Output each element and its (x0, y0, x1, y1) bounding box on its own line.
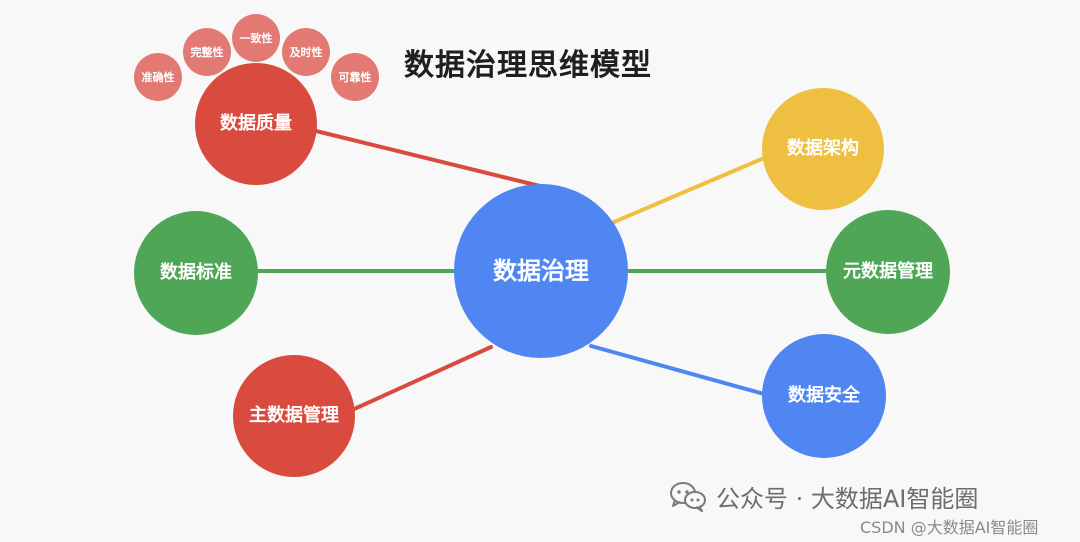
diagram-title: 数据治理思维模型 (404, 48, 652, 83)
link-architecture (612, 156, 766, 224)
node-architecture: 数据架构 (762, 88, 884, 210)
quality-trait-reliability-label: 可靠性 (338, 71, 372, 84)
quality-trait-accuracy-label: 准确性 (141, 71, 175, 84)
node-master-label: 主数据管理 (249, 405, 339, 427)
quality-trait-timeliness: 及时性 (282, 28, 330, 76)
node-quality-label: 数据质量 (220, 113, 292, 135)
quality-trait-timeliness-label: 及时性 (289, 46, 323, 59)
quality-trait-completeness-label: 完整性 (190, 46, 224, 59)
node-architecture-label: 数据架构 (787, 138, 859, 160)
quality-trait-consistency: 一致性 (232, 14, 280, 62)
node-metadata-label: 元数据管理 (843, 261, 933, 283)
node-security-label: 数据安全 (788, 385, 860, 407)
node-quality: 数据质量 (195, 63, 317, 185)
node-center-label: 数据治理 (493, 256, 589, 285)
link-security (589, 344, 766, 396)
node-standard: 数据标准 (134, 211, 258, 335)
wechat-watermark: 公众号 · 大数据AI智能圈 (716, 485, 979, 513)
quality-trait-consistency-label: 一致性 (239, 32, 273, 45)
quality-trait-accuracy: 准确性 (134, 53, 182, 101)
quality-trait-completeness: 完整性 (183, 28, 231, 76)
node-master: 主数据管理 (233, 355, 355, 477)
node-standard-label: 数据标准 (160, 262, 232, 284)
link-quality (310, 128, 542, 188)
node-metadata: 元数据管理 (826, 210, 950, 334)
csdn-watermark: CSDN @大数据AI智能圈 (860, 518, 1039, 537)
quality-trait-reliability: 可靠性 (331, 53, 379, 101)
wechat-icon (670, 482, 706, 512)
node-security: 数据安全 (762, 334, 886, 458)
link-master (350, 345, 493, 412)
node-center: 数据治理 (454, 184, 628, 358)
